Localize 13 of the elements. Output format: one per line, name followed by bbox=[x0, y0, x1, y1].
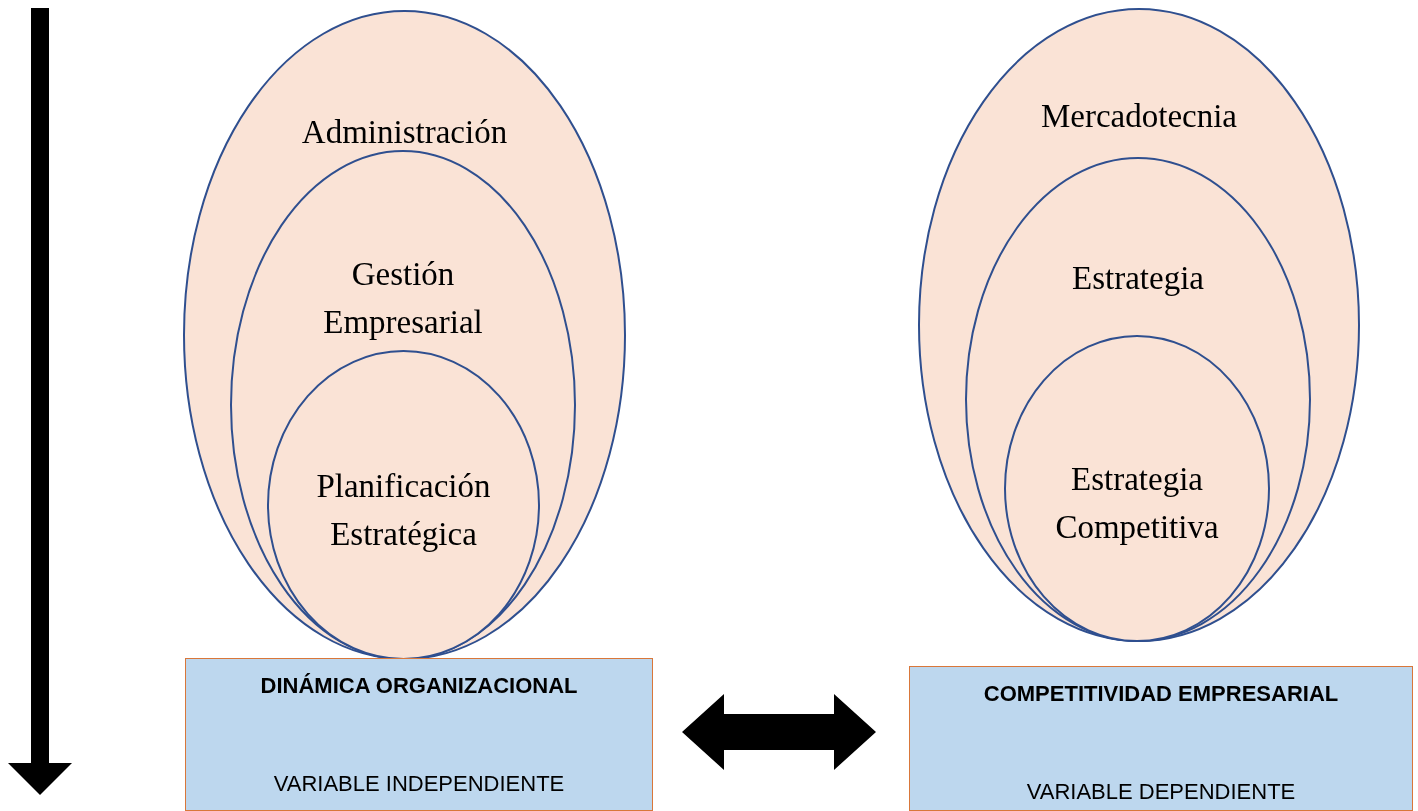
ellipse-label: Gestión Empresarial bbox=[322, 255, 484, 342]
variable-type: VARIABLE DEPENDIENTE bbox=[1025, 779, 1297, 805]
variable-box bbox=[909, 666, 1413, 811]
ellipse-label: Estrategia Competitiva bbox=[1054, 460, 1220, 547]
variable-title: COMPETITIVIDAD EMPRESARIAL bbox=[982, 681, 1340, 707]
double-arrow bbox=[682, 694, 876, 770]
variable-type: VARIABLE INDEPENDIENTE bbox=[272, 771, 566, 797]
ellipse-label: Planificación Estratégica bbox=[315, 467, 492, 554]
variable-box bbox=[185, 658, 653, 811]
ellipse-label: Administración bbox=[300, 113, 509, 152]
variable-title: DINÁMICA ORGANIZACIONAL bbox=[259, 673, 579, 699]
ellipse-label: Mercadotecnia bbox=[1039, 97, 1239, 136]
ellipse-label: Estrategia bbox=[1071, 259, 1205, 298]
